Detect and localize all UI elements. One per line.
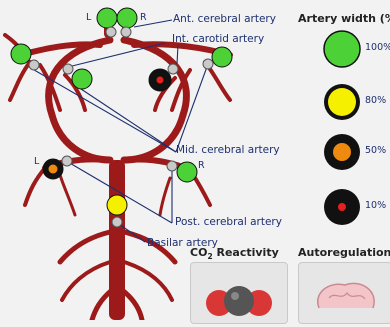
autoregulation-heading: Autoregulation <box>298 246 390 259</box>
legend-item-50: 50% <box>322 132 390 172</box>
legend-item-100: 100% <box>322 29 390 69</box>
co2-suffix: Reactivity <box>213 246 279 259</box>
legend-pct: 80% <box>365 95 386 106</box>
legend-swatch-100 <box>322 29 362 69</box>
co2-molecule-icon <box>191 263 287 323</box>
legend-swatch-10 <box>322 187 362 227</box>
brain-icon <box>299 263 390 323</box>
left-side-marker: L <box>86 12 91 23</box>
co2-reactivity-heading: CO2 Reactivity <box>190 246 279 261</box>
int-carotid-artery-label: Int. carotid artery <box>172 33 264 45</box>
legend-pct: 100% <box>365 42 390 53</box>
post-cerebral-left-indicator[interactable] <box>43 156 72 179</box>
legend-pct: 50% <box>365 145 386 156</box>
legend-item-80: 80% <box>322 82 390 122</box>
legend-title: Artery width (%) <box>298 12 390 25</box>
legend-swatch-50 <box>322 132 362 172</box>
ant-cerebral-right-indicator[interactable] <box>117 8 137 37</box>
legend-swatch-80 <box>322 82 362 122</box>
co2-prefix: CO <box>190 246 207 259</box>
legend-item-10: 10% <box>322 187 390 227</box>
autoregulation-button[interactable] <box>298 262 390 324</box>
ant-cerebral-artery-label: Ant. cerebral artery <box>173 13 276 25</box>
post-cerebral-artery-label: Post. cerebral artery <box>175 216 282 228</box>
right-side-marker-posterior: R <box>198 160 205 171</box>
legend-pct: 10% <box>365 200 386 211</box>
co2-reactivity-button[interactable] <box>190 262 288 324</box>
left-side-marker-posterior: L <box>34 156 39 167</box>
mid-cerebral-artery-label: Mid. cerebral artery <box>176 144 280 156</box>
right-side-marker: R <box>140 12 147 23</box>
ant-cerebral-left-indicator[interactable] <box>97 8 117 37</box>
